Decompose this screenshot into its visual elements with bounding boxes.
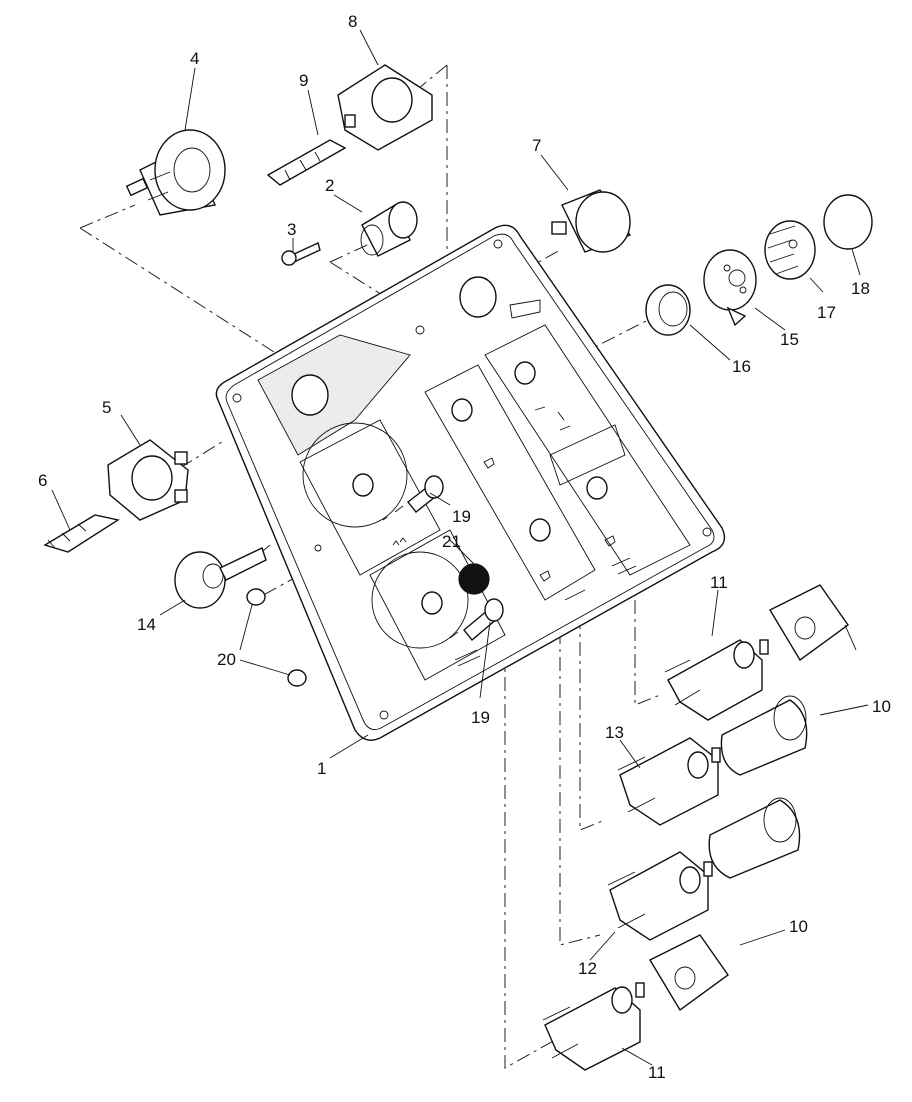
part-9-contact-block [266, 139, 347, 186]
part-16-bezel-ring [645, 284, 691, 336]
part-18-knob-cover [823, 194, 873, 250]
callout-7: 7 [532, 136, 541, 155]
callout-18: 18 [851, 279, 870, 298]
control-panel-plate [215, 224, 726, 741]
callout-12: 12 [578, 959, 597, 978]
part-17-knob-cap [764, 220, 816, 280]
part-10-cylinder-cover-upper [720, 695, 808, 776]
callout-20: 20 [217, 650, 236, 669]
callout-3: 3 [287, 220, 296, 239]
callout-21: 21 [442, 532, 461, 551]
part-10-cover-lower [649, 934, 729, 1012]
callout-11-lower: 11 [648, 1063, 666, 1082]
part-11-rocker-switch-lower [542, 982, 645, 1071]
callout-4: 4 [190, 49, 199, 68]
callout-6: 6 [38, 471, 47, 490]
callout-2: 2 [325, 176, 334, 195]
part-15-knob-base [703, 249, 757, 327]
part-2-indicator-lamp [360, 201, 418, 257]
callout-labels: 1 2 3 4 5 6 7 8 9 10 10 11 11 12 13 14 1… [38, 12, 891, 1082]
callout-1: 1 [317, 759, 326, 778]
part-13-rocker-switch [617, 737, 721, 826]
part-8-switch-holder [337, 64, 433, 151]
part-4-emergency-stop-button [125, 129, 226, 216]
part-5-switch-holder [107, 439, 189, 521]
part-10-cylinder-cover-lower [708, 797, 801, 879]
part-14-rotary-switch [174, 547, 267, 609]
part-20-nut-upper [246, 588, 266, 606]
part-19-screw-lower [449, 598, 504, 641]
callout-11-upper: 11 [710, 573, 728, 592]
callout-19-upper: 19 [452, 507, 471, 526]
part-7-push-button [551, 189, 632, 253]
callout-9: 9 [299, 71, 308, 90]
part-12-rocker-switch [607, 851, 713, 941]
part-10-cover-upper [769, 584, 849, 662]
callout-15: 15 [780, 330, 799, 349]
callout-leader-lines [51, 29, 869, 1066]
callout-8: 8 [348, 12, 357, 31]
part-11-rocker-switch-upper [664, 639, 769, 721]
part-20-nut-lower [287, 669, 307, 687]
part-3-screw [281, 242, 321, 266]
callout-17: 17 [817, 303, 836, 322]
part-6-contact-block [43, 514, 120, 553]
callout-10-lower: 10 [789, 917, 808, 936]
callout-13: 13 [605, 723, 624, 742]
callout-16: 16 [732, 357, 751, 376]
callout-14: 14 [137, 615, 156, 634]
part-21-cap [458, 563, 490, 595]
callout-10-upper: 10 [872, 697, 891, 716]
part-19-screw-upper [382, 475, 444, 521]
callout-5: 5 [102, 398, 111, 417]
callout-19-lower: 19 [471, 708, 490, 727]
